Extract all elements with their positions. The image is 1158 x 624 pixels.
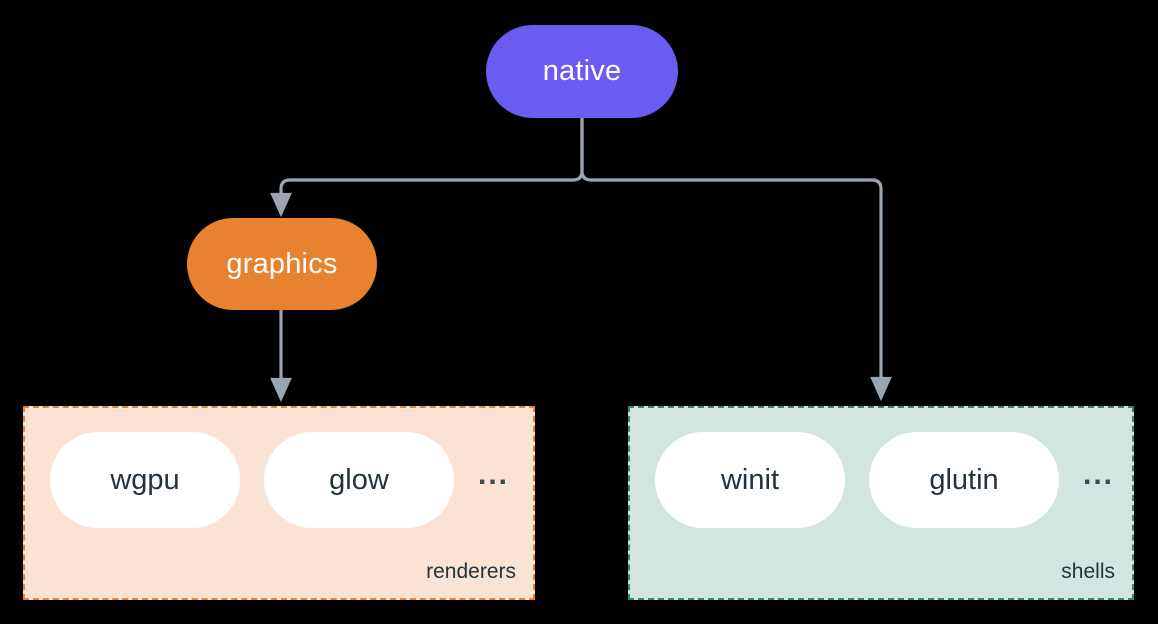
group-renderers: wgpu glow ... renderers [23, 406, 535, 600]
renderers-overflow-ellipsis: ... [478, 458, 510, 491]
group-renderers-label: renderers [426, 560, 516, 583]
leaf-glutin[interactable]: glutin [869, 432, 1059, 528]
shells-overflow-ellipsis: ... [1083, 458, 1115, 491]
leaf-winit[interactable]: winit [655, 432, 845, 528]
group-shells-items: winit glutin ... [630, 432, 1114, 528]
leaf-wgpu-label: wgpu [110, 463, 180, 496]
group-shells-label: shells [1061, 560, 1115, 583]
node-graphics[interactable]: graphics [187, 218, 377, 310]
leaf-glow-label: glow [329, 463, 389, 496]
node-graphics-label: graphics [226, 247, 338, 280]
node-native[interactable]: native [486, 25, 678, 118]
leaf-glutin-label: glutin [929, 463, 999, 496]
group-shells: winit glutin ... shells [628, 406, 1134, 600]
leaf-glow[interactable]: glow [264, 432, 454, 528]
leaf-wgpu[interactable]: wgpu [50, 432, 240, 528]
edge-native-to-graphics [270, 116, 584, 218]
node-native-label: native [542, 55, 622, 87]
edge-native-to-shells [580, 116, 892, 402]
leaf-winit-label: winit [720, 463, 779, 496]
group-renderers-items: wgpu glow ... [25, 432, 509, 528]
